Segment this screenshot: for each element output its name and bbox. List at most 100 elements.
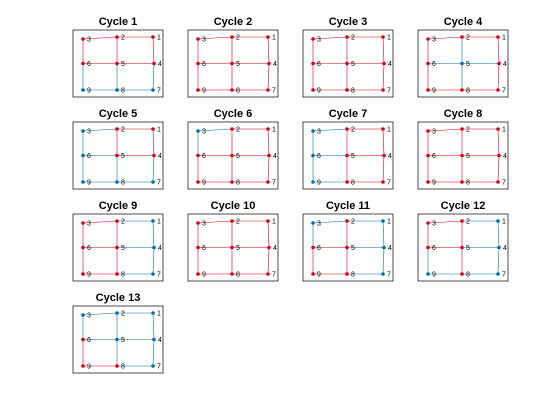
edge <box>152 247 155 275</box>
node-marker <box>460 245 464 250</box>
node-label: 7 <box>157 88 161 95</box>
node-label: 1 <box>272 219 276 226</box>
edge <box>197 220 233 224</box>
node-label: 6 <box>432 153 436 160</box>
panel-title: Cycle 7 <box>329 108 368 120</box>
node-marker <box>382 61 386 66</box>
node-label: 3 <box>87 37 91 44</box>
edge <box>312 220 348 224</box>
node-label: 7 <box>157 180 161 187</box>
edge <box>382 155 385 183</box>
edge <box>152 63 155 91</box>
edge <box>267 220 270 248</box>
node-marker <box>230 61 234 66</box>
edge <box>497 36 500 64</box>
edge <box>382 63 385 91</box>
node-marker <box>152 61 156 66</box>
panel-title: Cycle 11 <box>326 200 370 212</box>
node-marker <box>151 219 155 223</box>
node-marker <box>496 35 500 39</box>
node-marker <box>151 35 155 39</box>
node-label: 1 <box>272 127 276 134</box>
node-label: 3 <box>87 221 91 228</box>
edge <box>427 128 463 132</box>
node-label: 9 <box>317 180 321 187</box>
node-label: 5 <box>466 61 470 68</box>
node-marker <box>460 272 464 276</box>
node-label: 4 <box>158 153 162 160</box>
node-label: 1 <box>387 219 391 226</box>
edge <box>382 247 385 275</box>
node-label: 4 <box>273 61 277 68</box>
node-label: 6 <box>87 245 91 252</box>
node-marker <box>196 129 200 133</box>
node-label: 5 <box>236 61 240 68</box>
node-marker <box>230 245 234 250</box>
node-marker <box>266 180 270 184</box>
node-label: 8 <box>466 88 470 95</box>
node-marker <box>381 35 385 39</box>
edge <box>82 220 118 224</box>
node-label: 4 <box>273 245 277 252</box>
panel-title: Cycle 8 <box>444 108 483 120</box>
node-label: 5 <box>351 153 355 160</box>
node-marker <box>196 180 200 184</box>
node-label: 8 <box>351 272 355 279</box>
node-label: 1 <box>272 35 276 42</box>
node-label: 6 <box>202 245 206 252</box>
node-label: 7 <box>157 272 161 279</box>
node-marker <box>345 88 349 92</box>
node-marker <box>151 180 155 184</box>
edge <box>497 63 500 91</box>
panel-title: Cycle 9 <box>99 200 138 212</box>
node-label: 6 <box>432 245 436 252</box>
node-marker <box>266 272 270 276</box>
node-label: 9 <box>87 364 91 371</box>
node-marker <box>266 127 270 131</box>
node-label: 1 <box>157 311 161 318</box>
edge <box>82 128 118 132</box>
node-marker <box>196 221 200 225</box>
node-label: 2 <box>466 219 470 226</box>
node-marker <box>496 219 500 223</box>
node-marker <box>115 180 119 184</box>
node-marker <box>496 272 500 276</box>
node-marker <box>81 245 85 250</box>
node-label: 5 <box>236 245 240 252</box>
node-label: 2 <box>236 35 240 42</box>
node-label: 7 <box>502 180 506 187</box>
node-label: 3 <box>317 221 321 228</box>
node-marker <box>152 153 156 158</box>
edge <box>197 36 233 40</box>
edge <box>152 155 155 183</box>
node-marker <box>115 219 119 223</box>
edge <box>267 128 270 156</box>
node-marker <box>266 35 270 39</box>
node-label: 2 <box>121 219 125 226</box>
node-label: 7 <box>157 364 161 371</box>
node-label: 9 <box>202 180 206 187</box>
node-label: 5 <box>351 61 355 68</box>
node-label: 8 <box>236 180 240 187</box>
node-label: 6 <box>317 245 321 252</box>
node-label: 5 <box>466 245 470 252</box>
node-label: 8 <box>121 272 125 279</box>
node-label: 5 <box>121 245 125 252</box>
edge <box>197 128 233 132</box>
node-marker <box>115 88 119 92</box>
node-label: 8 <box>466 272 470 279</box>
node-label: 2 <box>121 127 125 134</box>
node-marker <box>196 61 200 66</box>
node-marker <box>115 311 119 315</box>
edge <box>82 36 118 40</box>
node-marker <box>81 180 85 184</box>
node-label: 9 <box>432 180 436 187</box>
edge <box>152 128 155 156</box>
